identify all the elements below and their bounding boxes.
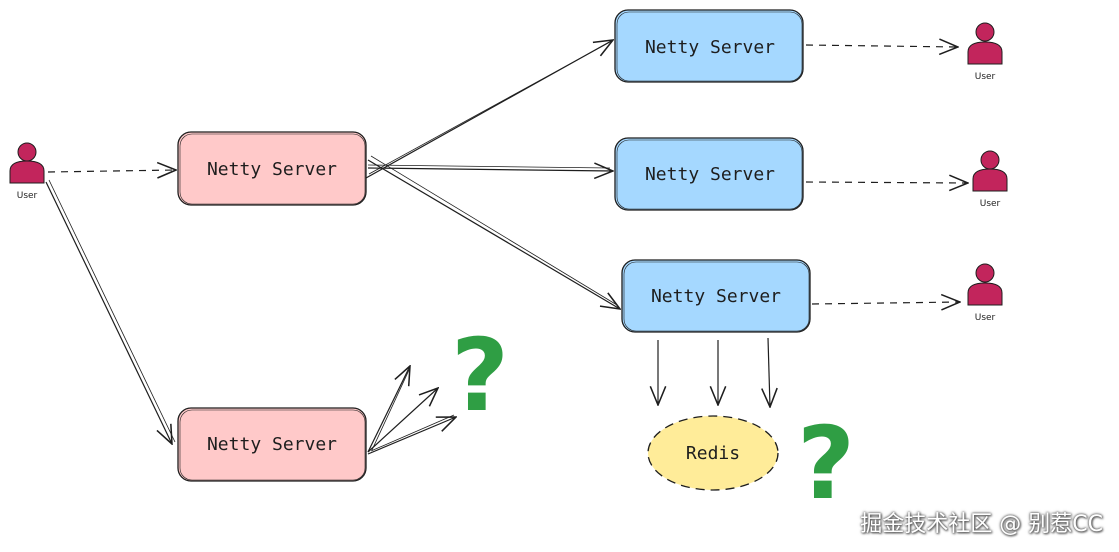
side-server: Netty Server xyxy=(177,407,367,482)
server-b-label: Netty Server xyxy=(645,164,775,185)
user-icon xyxy=(967,22,1003,65)
redis-label: Redis xyxy=(686,443,740,464)
user-icon xyxy=(9,142,45,184)
edge-user-to-side-server xyxy=(45,181,172,444)
user-b: User xyxy=(972,150,1008,209)
entry-server: Netty Server xyxy=(177,131,367,206)
user-icon xyxy=(972,150,1008,192)
connectors xyxy=(45,40,968,455)
side-server-label: Netty Server xyxy=(207,434,337,455)
watermark: 掘金技术社区 @ 别惹CC xyxy=(860,512,1103,537)
edge-server-c-to-redis-3 xyxy=(768,337,770,407)
entry-user-label: User xyxy=(17,191,38,201)
user-a-label: User xyxy=(975,72,996,82)
server-c: Netty Server xyxy=(621,259,811,333)
edge-side-to-unknown-3 xyxy=(367,417,456,455)
question-mark-icon: ? xyxy=(451,317,509,434)
edge-user-to-entry-server xyxy=(47,170,176,172)
user-b-label: User xyxy=(980,199,1001,209)
edge-server-a-to-user-a xyxy=(805,45,958,47)
user-a: User xyxy=(967,22,1003,82)
edge-entry-to-server-b xyxy=(367,168,613,171)
entry-user: User xyxy=(9,142,45,201)
server-c-label: Netty Server xyxy=(651,286,781,307)
user-c-label: User xyxy=(975,313,996,323)
server-b: Netty Server xyxy=(614,137,804,211)
edge-side-to-unknown-1 xyxy=(367,366,410,453)
edge-entry-to-server-c xyxy=(367,159,620,309)
user-icon xyxy=(967,263,1003,306)
question-mark-icon: ? xyxy=(797,405,855,522)
edge-server-b-to-user-b xyxy=(805,182,968,183)
edge-server-c-to-user-c xyxy=(811,302,960,304)
edge-side-to-unknown-2 xyxy=(367,388,438,453)
server-a-label: Netty Server xyxy=(645,37,775,58)
redis-node: Redis xyxy=(647,415,779,491)
server-a: Netty Server xyxy=(614,9,804,83)
entry-server-label: Netty Server xyxy=(207,159,337,180)
user-c: User xyxy=(967,263,1003,323)
